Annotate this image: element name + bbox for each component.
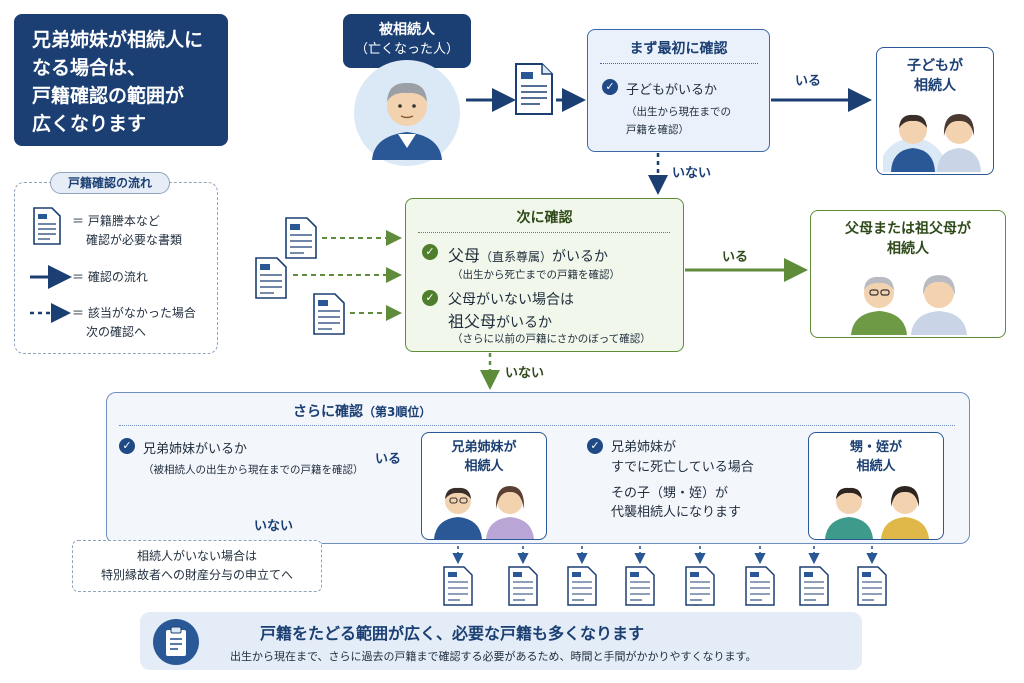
third-check-head: さらに確認（第3順位） xyxy=(293,401,431,421)
title-line-2: なる場合は、 xyxy=(32,57,147,79)
third-head-main: さらに確認 xyxy=(293,404,363,420)
bottom-doc-arrows xyxy=(452,546,878,565)
main-title: 兄弟姉妹が相続人に なる場合は、 戸籍確認の範囲が 広くなります xyxy=(14,14,228,146)
document-icon-b4 xyxy=(625,566,655,606)
nephew-heir-line2: 相続人 xyxy=(856,459,896,474)
document-icon-b6 xyxy=(745,566,775,606)
legend-title: 戸籍確認の流れ xyxy=(50,172,170,194)
title-line-4: 広くなります xyxy=(32,113,147,135)
children-person-icon xyxy=(883,114,981,172)
second-check-head: 次に確認 xyxy=(516,210,573,226)
first-check-head: まず最初に確認 xyxy=(629,41,728,57)
second-item1: 父母（直系尊属）がいるか xyxy=(448,242,608,266)
document-row xyxy=(440,565,900,609)
first-yes-label: いる xyxy=(795,74,822,89)
second-item1-note: （出生から死亡までの戸籍を確認） xyxy=(452,269,620,281)
third-item1: 兄弟姉妹がいるか xyxy=(143,442,248,457)
sibling-heir-box: 兄弟姉妹が 相続人 xyxy=(421,432,547,540)
third-item2-line1: 兄弟姉妹が xyxy=(611,440,677,455)
third-item2-line4: 代襲相続人になります xyxy=(611,505,742,520)
deceased-label: 被相続人 （亡くなった人） xyxy=(343,14,471,68)
child-heir-line1: 子どもが xyxy=(907,58,963,74)
check-icon-2: ✓ xyxy=(422,244,438,260)
no-heir-line2: 特別縁故者への財産分与の申立てへ xyxy=(100,568,293,582)
document-icon-b7 xyxy=(799,566,829,606)
deceased-person-icon xyxy=(354,60,460,166)
check-icon-5: ✓ xyxy=(587,438,603,454)
document-icon-3 xyxy=(255,257,287,299)
second-no-label: いない xyxy=(505,366,545,381)
second-item2-a: 父母がいない場合は xyxy=(448,292,574,308)
sibling-heir-line1: 兄弟姉妹が xyxy=(451,440,517,455)
title-line-3: 戸籍確認の範囲が xyxy=(32,85,185,107)
no-heir-line1: 相続人がいない場合は xyxy=(136,549,257,563)
second-divider xyxy=(418,232,670,233)
second-yes-label: いる xyxy=(722,250,749,265)
nephew-heir-line1: 甥・姪が xyxy=(849,440,902,455)
second-item2-c: がいるか xyxy=(496,315,553,331)
child-heir-line2: 相続人 xyxy=(914,78,956,94)
first-divider xyxy=(600,63,758,64)
sibling-heir-line2: 相続人 xyxy=(464,459,504,474)
first-note-1: （出生から現在までの xyxy=(626,106,731,118)
banner-headline: 戸籍をたどる範囲が広く、必要な戸籍も多くなります xyxy=(260,624,645,643)
document-icon-b5 xyxy=(685,566,715,606)
document-icon-2 xyxy=(285,217,317,259)
banner-subtext: 出生から現在まで、さらに過去の戸籍まで確認する必要があるため、時間と手間がかかり… xyxy=(230,650,757,663)
third-yes-label: いる xyxy=(375,452,402,467)
deceased-title: 被相続人 xyxy=(379,22,435,38)
third-item2-line3: その子（甥・姪）が xyxy=(611,486,729,501)
nephew-heir-box: 甥・姪が 相続人 xyxy=(808,432,944,540)
legend-doc-line1: ＝ 戸籍謄本など xyxy=(72,214,160,228)
second-item1-b: （直系尊属） xyxy=(480,250,553,264)
third-divider xyxy=(119,425,955,426)
document-icon-4 xyxy=(313,293,345,335)
child-heir-text: 子どもが 相続人 xyxy=(877,56,993,96)
second-item1-a: 父母 xyxy=(448,246,481,265)
first-no-label: いない xyxy=(672,166,712,181)
siblings-person-icon xyxy=(434,486,534,539)
second-check-box: 次に確認 ✓ 父母（直系尊属）がいるか （出生から死亡までの戸籍を確認） ✓ 父… xyxy=(405,198,684,352)
parent-heir-text: 父母または祖父母が 相続人 xyxy=(811,219,1005,259)
second-item2-b: 祖父母 xyxy=(448,312,497,331)
third-item1-note: （被相続人の出生から現在までの戸籍を確認） xyxy=(143,464,364,476)
second-item2: 祖父母がいるか xyxy=(448,308,552,332)
document-icon xyxy=(515,63,553,115)
document-icon-b3 xyxy=(567,566,597,606)
deceased-sub: （亡くなった人） xyxy=(354,42,459,57)
document-icon-b8 xyxy=(857,566,887,606)
legend-doc-line2: 確認が必要な書類 xyxy=(86,233,183,247)
first-item: 子どもがいるか xyxy=(626,83,718,98)
second-item2-note: （さらに以前の戸籍にさかのぼって確認） xyxy=(452,333,651,345)
document-icon-b1 xyxy=(443,566,473,606)
parent-heir-box: 父母または祖父母が 相続人 xyxy=(810,210,1006,338)
check-icon-4: ✓ xyxy=(119,438,135,454)
first-note-2: 戸籍を確認） xyxy=(626,124,689,136)
legend-document-icon xyxy=(33,207,61,245)
clipboard-icon xyxy=(153,619,199,665)
second-item1-c: がいるか xyxy=(552,249,609,265)
third-no-label: いない xyxy=(254,519,294,534)
document-icon-b2 xyxy=(508,566,538,606)
check-icon-3: ✓ xyxy=(422,290,438,306)
legend-dashed-line1: ＝ 該当がなかった場合 xyxy=(72,306,196,320)
no-heir-box: 相続人がいない場合は 特別縁故者への財産分与の申立てへ xyxy=(72,540,322,592)
third-head-sub: （第3順位） xyxy=(363,405,432,419)
legend-solid-text: ＝ 確認の流れ xyxy=(72,270,148,284)
third-item2-line2: すでに死亡している場合 xyxy=(611,460,754,475)
sibling-heir-text: 兄弟姉妹が 相続人 xyxy=(422,438,546,476)
child-heir-box: 子どもが 相続人 xyxy=(876,47,994,175)
legend-dashed-line2: 次の確認へ xyxy=(86,325,147,339)
parent-heir-line2: 相続人 xyxy=(887,241,929,257)
nephew-niece-person-icon xyxy=(825,486,929,539)
parent-heir-line1: 父母または祖父母が xyxy=(845,221,971,237)
nephew-heir-text: 甥・姪が 相続人 xyxy=(809,438,943,476)
summary-banner: 戸籍をたどる範囲が広く、必要な戸籍も多くなります 出生から現在まで、さらに過去の… xyxy=(140,612,862,670)
title-line-1: 兄弟姉妹が相続人に xyxy=(32,29,204,51)
first-check-box: まず最初に確認 ✓ 子どもがいるか （出生から現在までの 戸籍を確認） xyxy=(587,29,770,152)
parents-person-icon xyxy=(851,275,967,335)
check-icon: ✓ xyxy=(602,79,618,95)
